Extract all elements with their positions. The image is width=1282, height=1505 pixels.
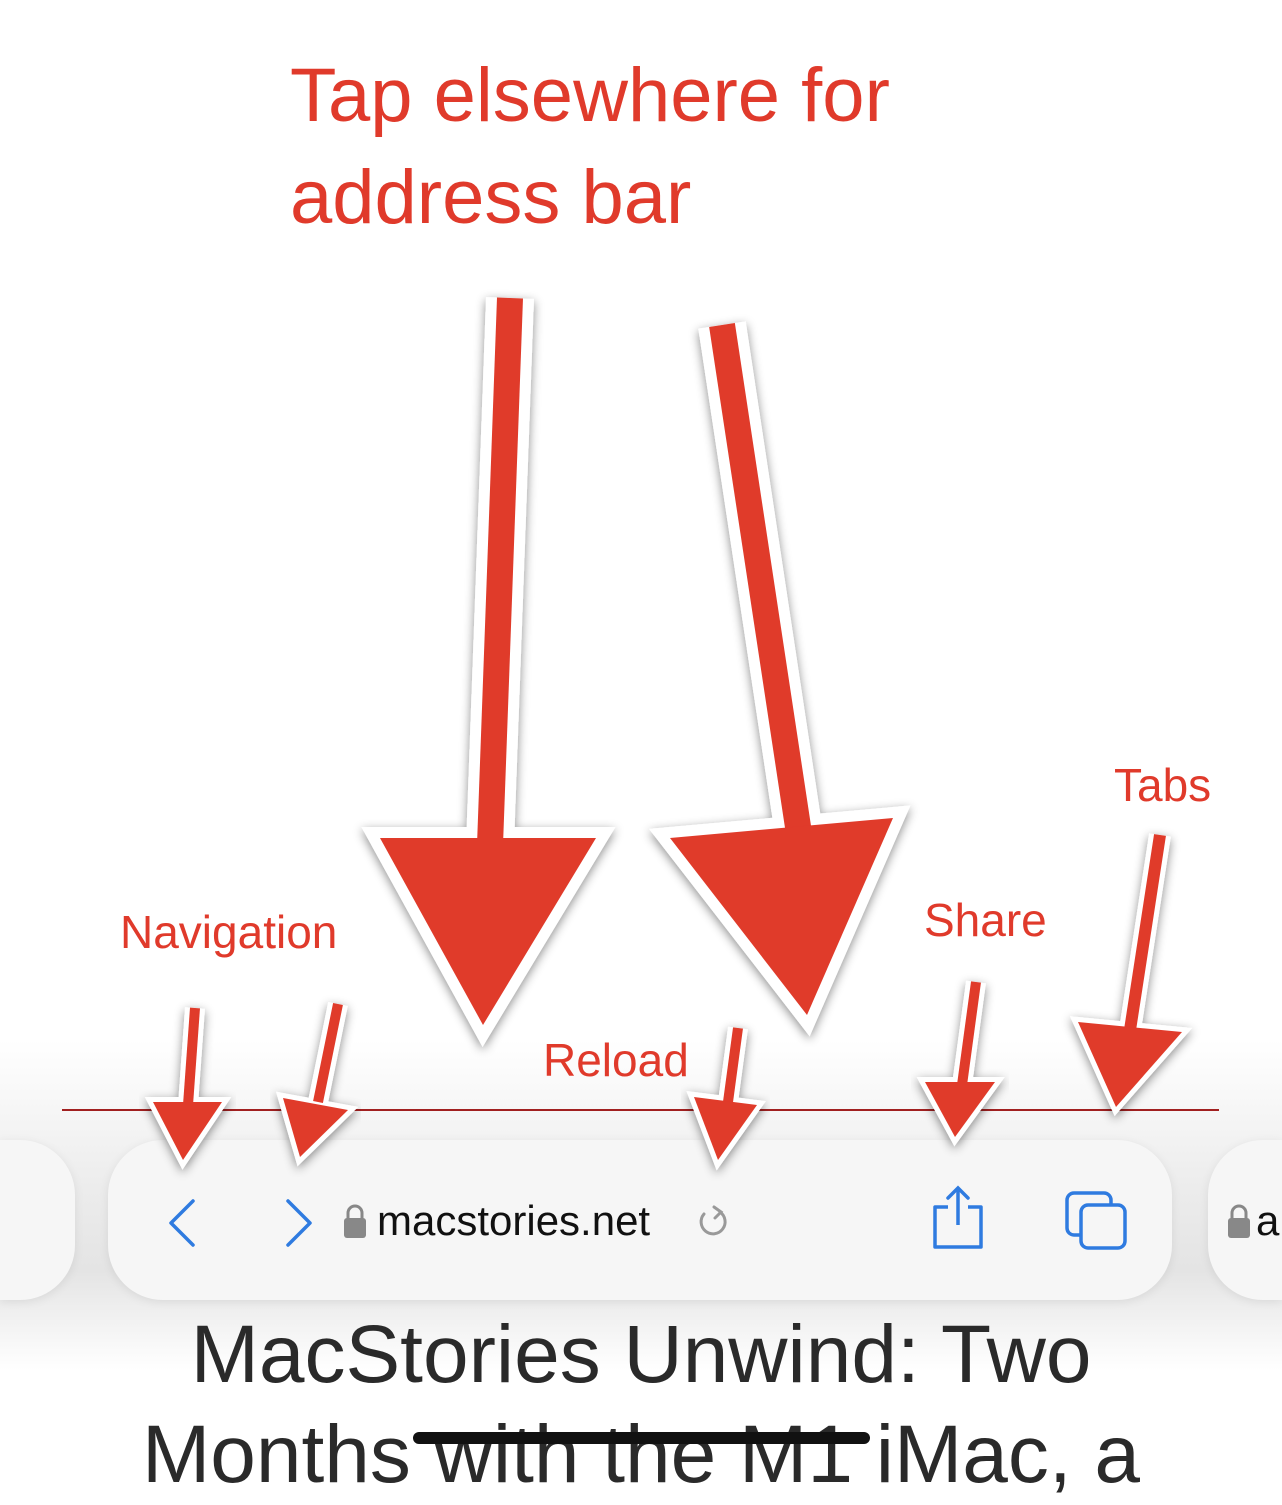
annotation-title: Tap elsewhere for address bar	[290, 45, 890, 249]
annotation-reload: Reload	[543, 1034, 689, 1086]
next-tab-url-text: a	[1256, 1197, 1280, 1244]
previous-tab-address-bar[interactable]	[0, 1140, 75, 1300]
address-bar[interactable]	[108, 1140, 1172, 1300]
arrow-forward	[275, 1002, 359, 1167]
url-text[interactable]: macstories.net	[377, 1197, 651, 1244]
annotation-share: Share	[924, 894, 1047, 946]
annotation-title-line-2: address bar	[290, 155, 692, 240]
arrow-tabs	[1069, 833, 1193, 1117]
reload-icon[interactable]	[694, 1203, 732, 1241]
arrow-address-2	[648, 321, 911, 1037]
headline-line-1: MacStories Unwind: Two	[190, 1309, 1092, 1400]
strikethrough-mark	[413, 1432, 870, 1444]
tabs-icon[interactable]	[1064, 1190, 1130, 1252]
arrow-share	[916, 980, 1005, 1147]
forward-icon[interactable]	[280, 1198, 320, 1248]
share-icon[interactable]	[930, 1185, 986, 1251]
lock-icon	[344, 1204, 366, 1238]
annotation-arrows	[144, 297, 1193, 1171]
annotation-divider-line	[62, 1109, 1219, 1111]
next-tab-lock-icon	[1228, 1204, 1250, 1238]
arrow-back	[144, 1007, 232, 1170]
back-icon[interactable]	[165, 1198, 205, 1248]
arrow-reload	[686, 1026, 766, 1171]
annotation-title-line-1: Tap elsewhere for	[290, 53, 890, 138]
annotation-navigation: Navigation	[120, 906, 338, 958]
arrow-address-1	[361, 297, 616, 1047]
annotation-tabs: Tabs	[1114, 759, 1212, 811]
